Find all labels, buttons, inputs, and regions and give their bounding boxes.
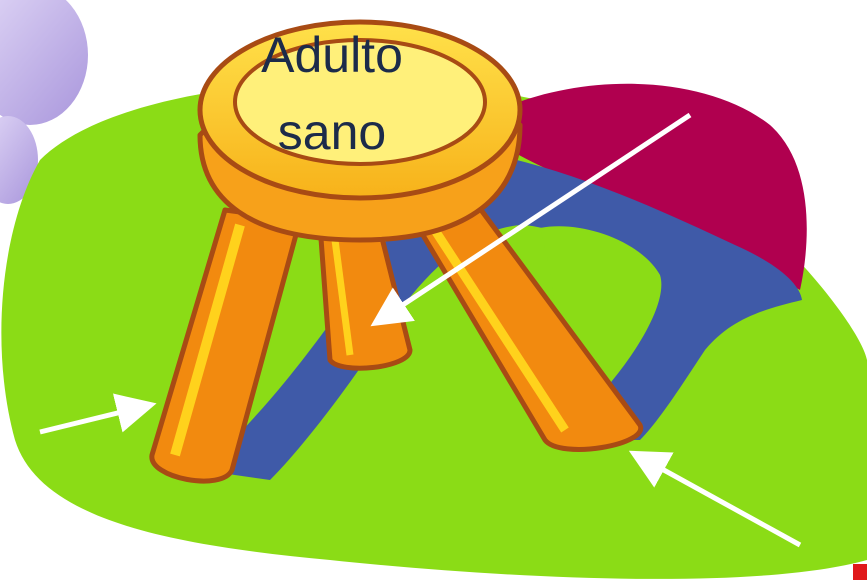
stool-icon bbox=[149, 19, 644, 484]
arrows-group bbox=[39, 112, 802, 548]
arrow-right-leg bbox=[628, 450, 802, 548]
magenta-shape bbox=[470, 83, 807, 290]
corner-mark bbox=[853, 564, 867, 580]
blue-shape bbox=[200, 150, 802, 480]
cloud-shape bbox=[0, 0, 88, 204]
arrow-middle-leg bbox=[370, 112, 692, 327]
arrow-left-leg bbox=[39, 393, 157, 435]
